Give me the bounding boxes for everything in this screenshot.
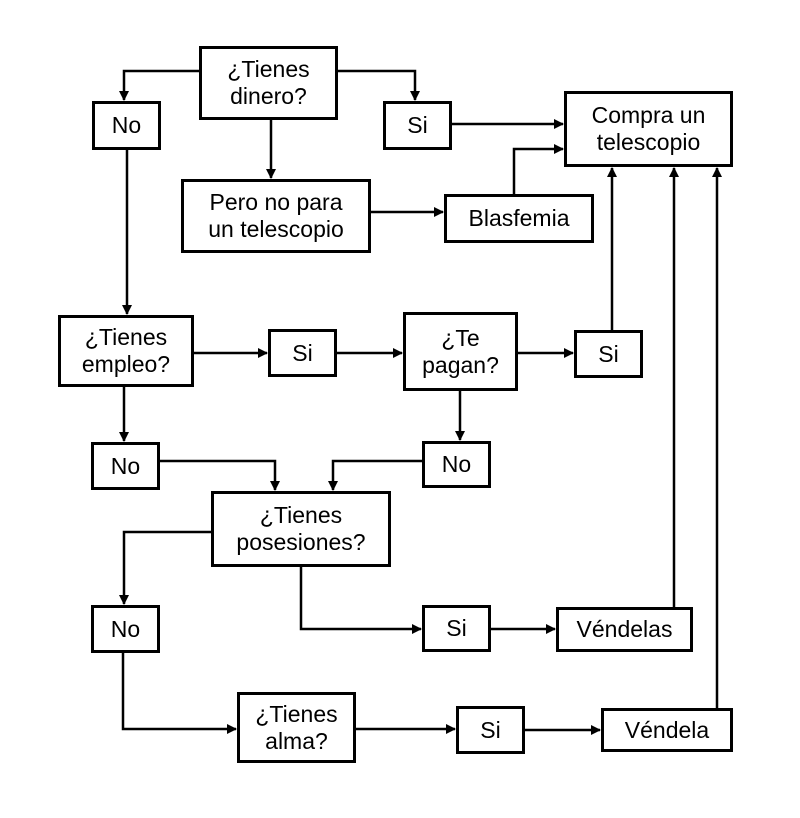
node-tienes-alma: ¿Tienes alma?: [237, 692, 356, 763]
node-alma-si: Si: [456, 706, 525, 754]
node-empleo-si: Si: [268, 329, 337, 377]
node-tienes-dinero: ¿Tienes dinero?: [199, 46, 338, 120]
node-posesiones-no: No: [91, 605, 160, 653]
node-pero-no-para-telescopio: Pero no para un telescopio: [181, 179, 371, 253]
edge-blasfemia-to-compra: [512, 144, 564, 194]
node-tienes-posesiones: ¿Tienes posesiones?: [211, 491, 391, 567]
node-vendela: Véndela: [601, 708, 733, 752]
node-empleo-no: No: [91, 442, 160, 490]
node-tienes-empleo: ¿Tienes empleo?: [58, 315, 194, 387]
node-pagan-si: Si: [574, 330, 643, 378]
node-vendelas: Véndelas: [556, 607, 693, 652]
node-te-pagan: ¿Te pagan?: [403, 312, 518, 391]
node-compra-telescopio: Compra un telescopio: [564, 91, 733, 167]
edge-dinero-to-dinero_si: [338, 69, 420, 101]
edge-posesiones-to-posesiones_no: [119, 530, 211, 605]
edge-pagan_no-to-posesiones: [328, 459, 422, 491]
node-dinero-no: No: [92, 101, 161, 150]
node-dinero-si: Si: [383, 101, 452, 150]
node-posesiones-si: Si: [422, 605, 491, 652]
edge-dinero-to-dinero_no: [119, 69, 199, 101]
edge-posesiones-to-posesiones_si: [299, 567, 422, 634]
node-blasfemia: Blasfemia: [444, 194, 594, 243]
node-pagan-no: No: [422, 441, 491, 488]
edge-posesiones_no-to-alma: [121, 653, 237, 734]
edge-empleo_no-to-posesiones: [160, 459, 280, 491]
